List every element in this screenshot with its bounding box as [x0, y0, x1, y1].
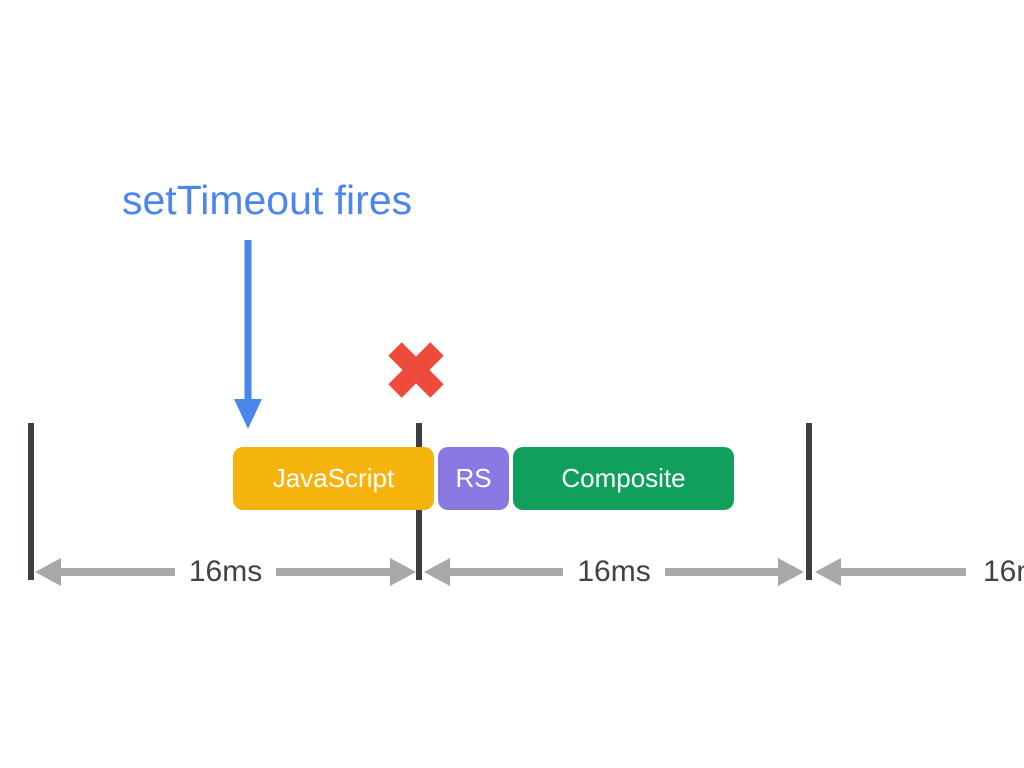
- arrow-shaft: [664, 568, 779, 576]
- arrowhead-right-icon: [390, 558, 417, 586]
- red-x-icon: [388, 342, 444, 398]
- duration-label: 16ms: [577, 555, 651, 588]
- red-x-stroke: [388, 342, 444, 398]
- frame-duration-segment: 16ms: [815, 555, 1024, 588]
- down-arrow-icon: [234, 240, 262, 429]
- arrow-shaft: [841, 568, 966, 576]
- arrowhead-right-icon: [778, 558, 805, 586]
- arrow-shaft: [61, 568, 175, 576]
- arrow-shaft: [276, 568, 391, 576]
- arrow-shaft: [450, 568, 564, 576]
- frame-duration-segment: 16ms: [424, 555, 805, 588]
- frame-boundary-tick: [28, 423, 34, 580]
- duration-label: 16ms: [983, 555, 1024, 588]
- arrowhead-left-icon: [35, 558, 61, 586]
- task-javascript: JavaScript: [233, 447, 434, 510]
- task-composite: Composite: [513, 447, 734, 510]
- duration-label: 16ms: [188, 555, 263, 588]
- frame-boundary-tick: [806, 423, 812, 580]
- frame-duration-segment: 16ms: [35, 555, 417, 588]
- settimeout-fires-label: setTimeout fires: [122, 177, 413, 223]
- task-raster: RS: [438, 447, 509, 510]
- down-arrow-head: [234, 399, 262, 429]
- arrowhead-left-icon: [815, 558, 841, 586]
- arrowhead-left-icon: [424, 558, 450, 586]
